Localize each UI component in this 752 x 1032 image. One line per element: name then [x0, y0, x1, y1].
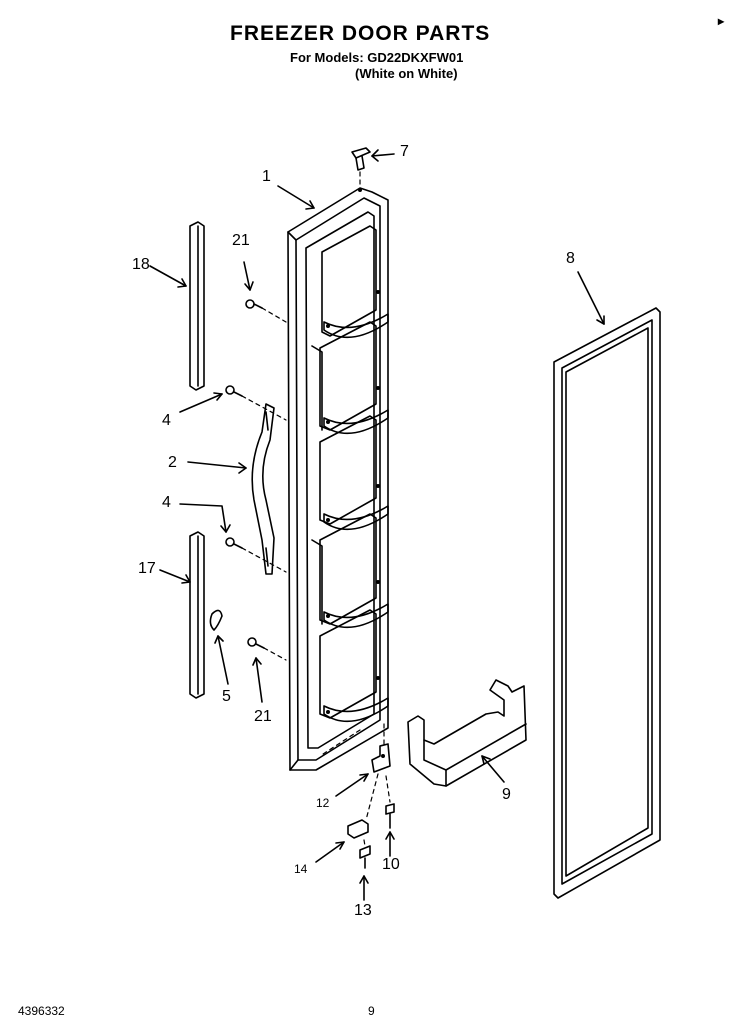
callout-1: 1 — [262, 168, 271, 185]
callout-21-upper: 21 — [232, 232, 250, 249]
callout-12: 12 — [316, 796, 330, 810]
corner-mark: ▸ — [718, 14, 725, 28]
callout-21-lower: 21 — [254, 708, 272, 725]
leader-lines — [149, 149, 605, 901]
screw-4-upper — [225, 385, 243, 397]
callout-9: 9 — [502, 786, 511, 803]
assembly-lines — [241, 171, 391, 847]
screw-21-upper — [245, 299, 263, 309]
callout-13: 13 — [354, 902, 372, 919]
door-handle — [251, 403, 275, 575]
callout-10: 10 — [382, 856, 400, 873]
callout-4-upper: 4 — [162, 412, 171, 429]
hinge-bracket — [371, 743, 391, 773]
screw-13 — [359, 845, 371, 869]
hinge-block — [347, 819, 369, 839]
callout-4-lower: 4 — [162, 494, 171, 511]
page-number: 9 — [368, 1004, 375, 1018]
trim-strip-18 — [189, 221, 205, 391]
callout-17: 17 — [138, 560, 156, 577]
color-line: (White on White) — [355, 66, 458, 81]
callout-2: 2 — [168, 454, 177, 471]
door-bin — [407, 679, 527, 787]
callout-18: 18 — [132, 256, 150, 273]
screw-21-lower — [247, 637, 265, 649]
trim-strip-17 — [189, 531, 205, 699]
door-gasket — [553, 307, 661, 899]
document-number: 4396332 — [18, 1004, 65, 1018]
callout-14: 14 — [294, 862, 308, 876]
screw-10 — [385, 803, 395, 829]
models-line: For Models: GD22DKXFW01 — [290, 50, 464, 65]
screw-4-lower — [225, 537, 243, 549]
callout-8: 8 — [566, 250, 575, 267]
callout-7: 7 — [400, 143, 409, 160]
freezer-door — [287, 187, 389, 771]
page-title: FREEZER DOOR PARTS — [230, 22, 491, 45]
cap-plug — [351, 147, 371, 171]
clip-5 — [209, 609, 223, 631]
callout-5: 5 — [222, 688, 231, 705]
